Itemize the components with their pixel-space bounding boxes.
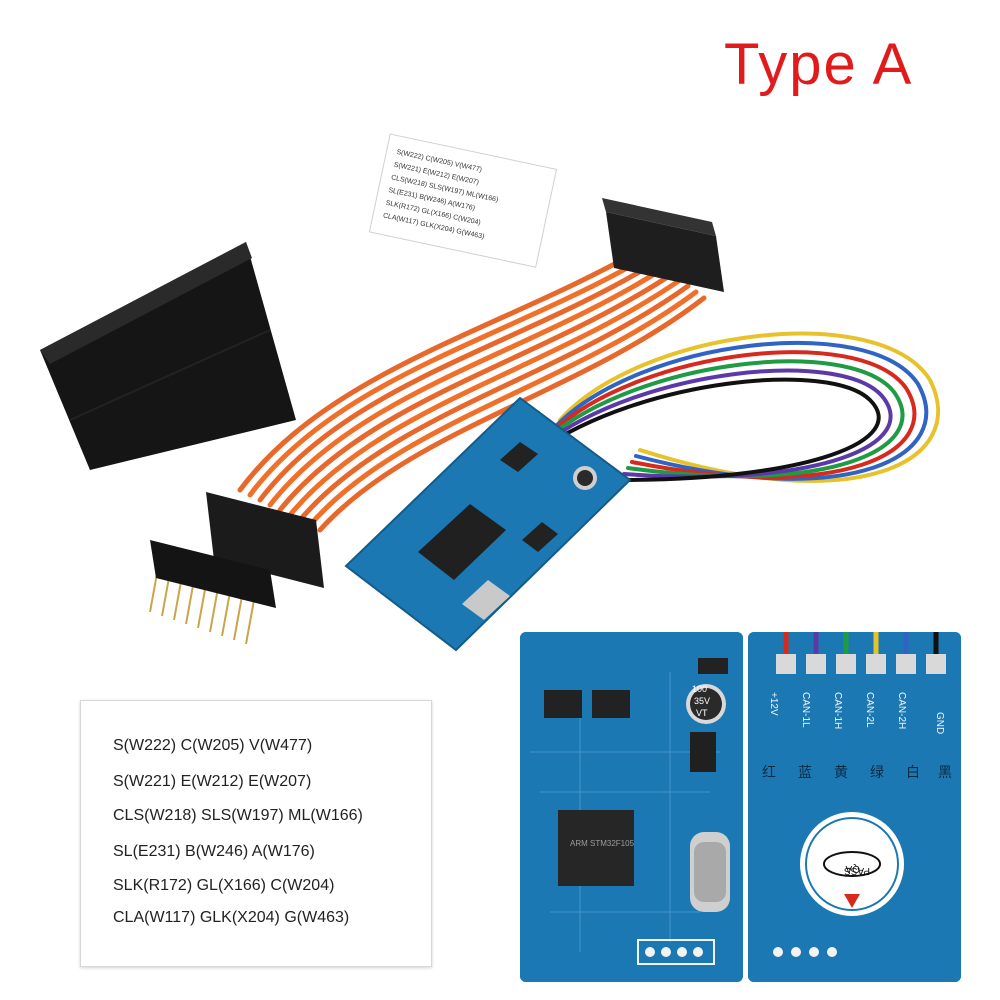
heat-shrink-tube bbox=[40, 242, 296, 470]
product-title: Type A bbox=[724, 32, 914, 97]
model-line: SL(E231) B(W246) A(W176) bbox=[113, 843, 315, 860]
main-pcb bbox=[344, 396, 632, 652]
model-line: CLA(W117) GLK(X204) G(W463) bbox=[113, 909, 350, 926]
capacitor-label: 35V bbox=[694, 696, 710, 706]
pcb-back-drawing: PASS QA bbox=[748, 632, 961, 982]
pin-label: +12V bbox=[768, 692, 779, 716]
compatible-models-card: S(W222) C(W205) V(W477) S(W221) E(W212) … bbox=[80, 700, 432, 967]
color-label-red: 红 bbox=[762, 764, 776, 780]
model-line: SLK(R172) GL(X166) C(W204) bbox=[113, 877, 335, 894]
pin-label: GND bbox=[934, 712, 945, 735]
capacitor-label: VT bbox=[696, 708, 708, 718]
top-connector bbox=[602, 198, 724, 292]
color-label-green: 绿 bbox=[870, 764, 884, 780]
chip-label: ARM STM32F105 bbox=[570, 839, 635, 848]
model-list-sticker: S(W222) C(W205) V(W477) S(W221) E(W212) … bbox=[368, 133, 558, 268]
bottom-connector bbox=[149, 492, 324, 645]
pin-label: CAN-2L bbox=[864, 692, 875, 728]
pcb-front-closeup: 100 35V VT ARM STM32F105 bbox=[520, 632, 743, 982]
pin-label: CAN-1L bbox=[800, 692, 811, 728]
model-line: S(W222) C(W205) V(W477) bbox=[113, 737, 313, 754]
capacitor-label: 100 bbox=[692, 684, 707, 694]
model-line: S(W221) E(W212) E(W207) bbox=[113, 773, 312, 790]
color-label-white: 白 bbox=[906, 764, 920, 780]
pcb-front-drawing: 100 35V VT ARM STM32F105 bbox=[520, 632, 743, 982]
color-label-blue: 蓝 bbox=[798, 764, 812, 780]
colored-wire-loop bbox=[538, 331, 941, 483]
color-label-yellow: 黄 bbox=[834, 764, 848, 780]
pin-label: CAN-2H bbox=[896, 692, 907, 730]
pcb-back-closeup: PASS QA +12V CAN-1L CAN-1H CAN-2L CAN-2H… bbox=[748, 632, 961, 982]
model-line: CLS(W218) SLS(W197) ML(W166) bbox=[113, 807, 363, 824]
qa-stamp-text: PASS bbox=[844, 865, 870, 876]
ribbon-cable bbox=[237, 247, 707, 533]
qa-stamp-sub: QA bbox=[845, 863, 860, 874]
pin-label: CAN-1H bbox=[832, 692, 843, 730]
color-label-black: 黑 bbox=[938, 764, 952, 780]
